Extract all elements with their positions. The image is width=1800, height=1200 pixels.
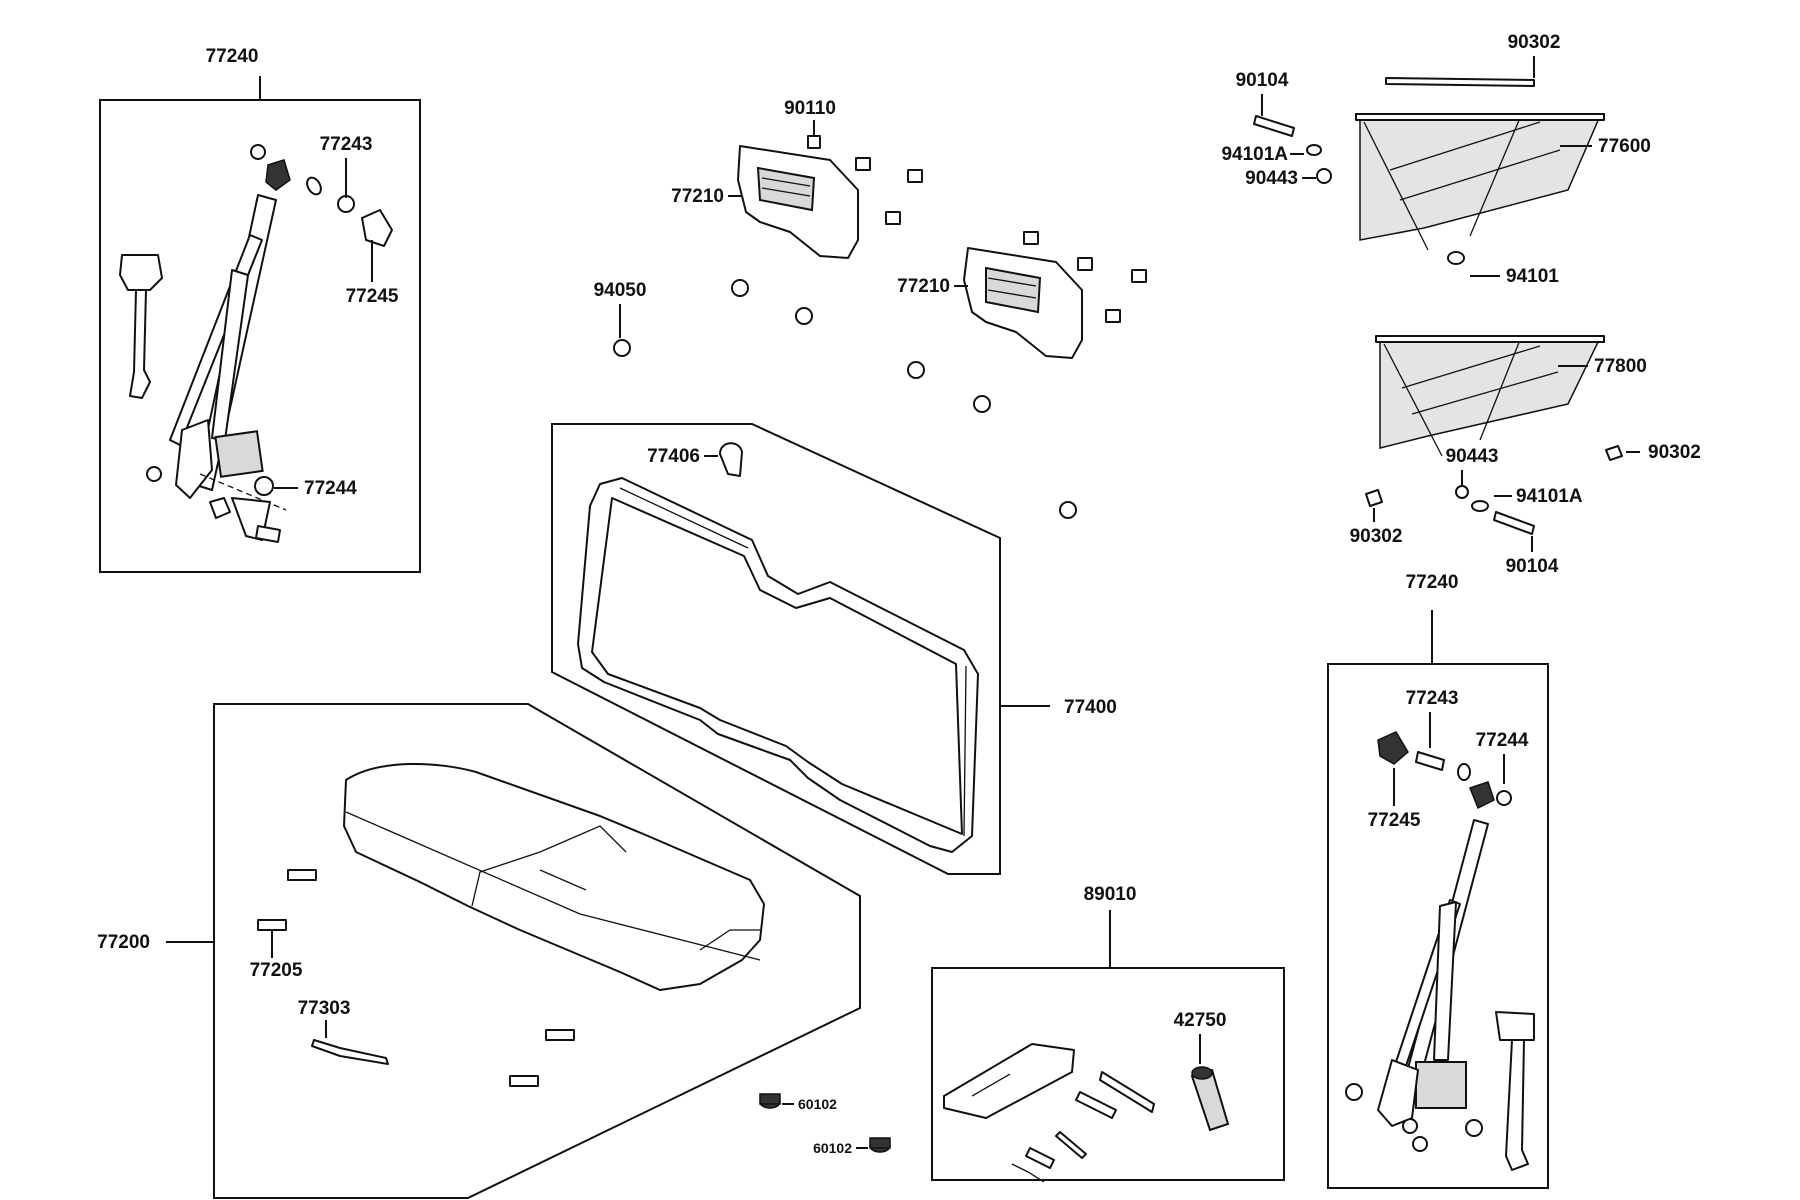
box-77240-left (99, 99, 421, 573)
washer-94101A-bot (1471, 500, 1489, 512)
tool-pouch (943, 1043, 1075, 1119)
callout-90302-right: 90302 (1648, 442, 1701, 463)
clip-77406 (719, 442, 743, 477)
rod-90302 (1385, 77, 1535, 87)
fasteners-right (1345, 731, 1512, 1152)
callout-94101: 94101 (1506, 266, 1559, 287)
callout-77244-left: 77244 (304, 478, 357, 499)
buckle-left (119, 254, 163, 399)
callout-90302-top: 90302 (1508, 32, 1561, 53)
washer-94101A-top (1306, 144, 1322, 156)
box-77400 (551, 423, 1001, 875)
nut-90443-bot (1455, 485, 1469, 499)
callout-77245-left: 77245 (346, 286, 399, 307)
nut-94050 (613, 339, 631, 357)
callout-90104-bot: 90104 (1506, 556, 1559, 577)
callout-94101A-bot: 94101A (1516, 486, 1583, 507)
belt-webbing-right (1377, 819, 1489, 1127)
net-77600 (1359, 115, 1602, 241)
bolt-90104-top (1253, 115, 1295, 137)
callout-94050: 94050 (594, 280, 647, 301)
box-77200 (213, 703, 861, 1199)
callout-77245-right: 77245 (1368, 810, 1421, 831)
buckle-right (1495, 1011, 1535, 1171)
callout-90110: 90110 (784, 98, 836, 119)
callout-77243-right: 77243 (1406, 688, 1459, 709)
bolt-90302-bot (1365, 489, 1383, 507)
callout-60102-b: 60102 (813, 1140, 852, 1156)
box-89010 (931, 967, 1285, 1181)
callout-77243-left: 77243 (320, 134, 373, 155)
callout-77205: 77205 (250, 960, 303, 981)
callout-89010: 89010 (1084, 884, 1137, 905)
callout-77210-b: 77210 (897, 276, 950, 297)
callout-77244-right: 77244 (1476, 730, 1529, 751)
bolt-90104-bot (1493, 511, 1535, 535)
callout-77240-left: 77240 (206, 46, 259, 67)
callout-77303: 77303 (298, 998, 351, 1019)
callout-90302-bot: 90302 (1350, 526, 1403, 547)
box-77240-right (1327, 663, 1549, 1189)
callout-77200: 77200 (97, 932, 150, 953)
nets-group: 90302 90104 94101A 90443 77600 94101 778… (1221, 32, 1700, 577)
seatbelt-group-right: 77240 77243 77244 77245 (1327, 572, 1549, 1189)
rear-window-group: 77406 77400 (551, 423, 1117, 875)
callout-42750: 42750 (1174, 1010, 1227, 1031)
callout-77400: 77400 (1064, 697, 1117, 718)
belt-webbing-left (169, 194, 287, 541)
callout-90104-top: 90104 (1236, 70, 1289, 91)
toolkit-group: 89010 42750 (931, 884, 1285, 1183)
seat-group: 77200 77205 77303 60102 60102 (97, 703, 891, 1199)
tools (1011, 1066, 1230, 1183)
callout-60102-a: 60102 (798, 1096, 837, 1112)
rubber-mounts-60102 (759, 1093, 891, 1153)
net-77800 (1379, 337, 1602, 449)
callout-77406: 77406 (647, 446, 700, 467)
callout-77600: 77600 (1598, 136, 1651, 157)
seat-cushion (343, 763, 765, 991)
nut-90443-top (1316, 168, 1332, 184)
fasteners-left (146, 144, 393, 543)
headrest-bolts (731, 135, 1147, 519)
callout-77210-a: 77210 (671, 186, 724, 207)
callout-90443-top: 90443 (1245, 168, 1298, 189)
callout-77240-right: 77240 (1406, 572, 1459, 593)
washer-94101 (1447, 251, 1465, 265)
bolt-90302-right (1605, 445, 1623, 461)
bracket-77303 (311, 1039, 389, 1065)
headrests-group: 90110 77210 77210 94050 (594, 98, 1147, 519)
callout-90443-bot: 90443 (1446, 446, 1499, 467)
seatbelt-group-left: 77240 77243 (99, 46, 421, 573)
callout-94101A-top: 94101A (1221, 144, 1288, 165)
callout-77800: 77800 (1594, 356, 1647, 377)
